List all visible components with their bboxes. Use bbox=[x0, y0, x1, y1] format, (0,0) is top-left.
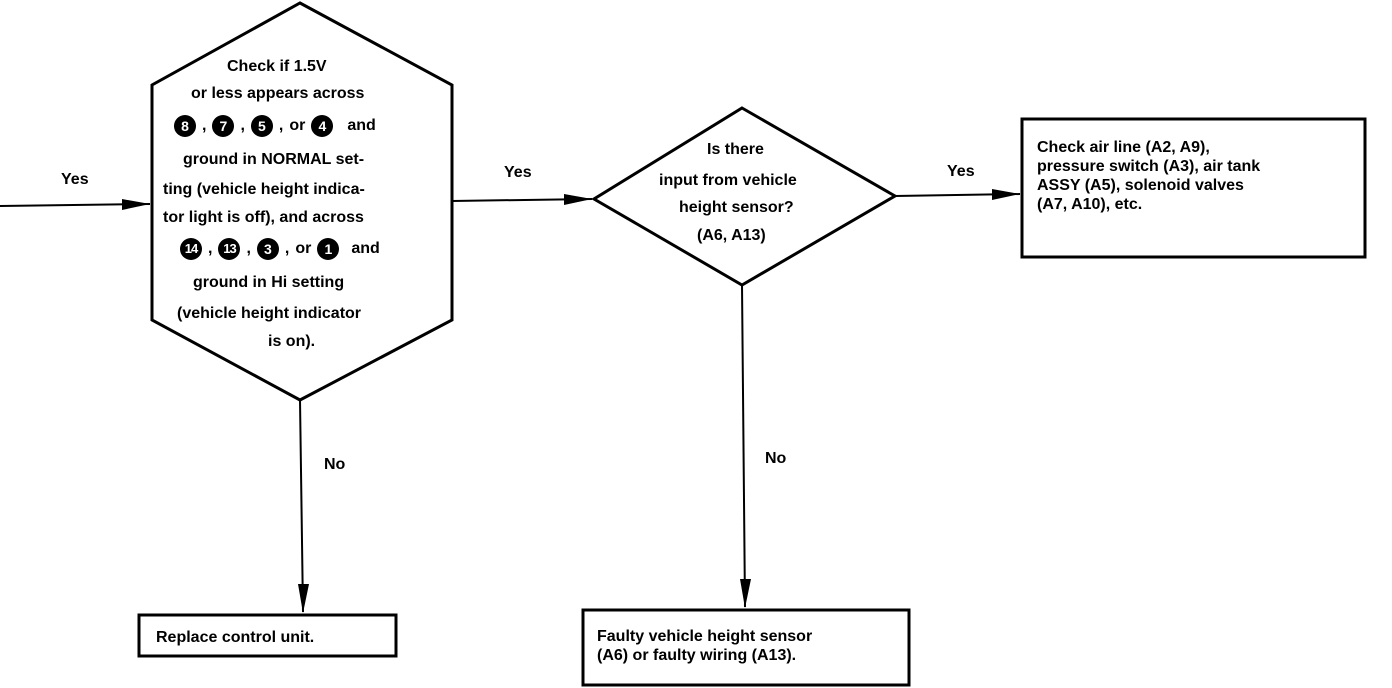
and-word: and bbox=[347, 117, 376, 134]
hex-badge-row-hi: 14 , 13 , 3 , or 1 and bbox=[180, 238, 386, 260]
hex-line-4: ground in NORMAL set- bbox=[183, 151, 365, 168]
or-word: or bbox=[289, 117, 306, 134]
separator: , bbox=[278, 117, 284, 134]
hex-line-5: ting (vehicle height indica- bbox=[163, 181, 365, 198]
box-faulty-text: Faulty vehicle height sensor (A6) or fau… bbox=[597, 627, 812, 665]
separator: , bbox=[284, 240, 290, 257]
label-yes-mid: Yes bbox=[504, 164, 532, 181]
arrow-no-left-head bbox=[298, 584, 309, 613]
box-right-line-1: Check air line (A2, A9), bbox=[1037, 139, 1210, 156]
arrow-yes-right-head bbox=[992, 189, 1020, 200]
box-replace-shape bbox=[137, 613, 398, 658]
box-check-air-line-shape bbox=[1020, 117, 1367, 259]
arrow-no-mid-line bbox=[741, 284, 746, 608]
box-check-air-line-text: Check air line (A2, A9), pressure switch… bbox=[1037, 138, 1260, 214]
box-right-line-3: ASSY (A5), solenoid valves bbox=[1037, 177, 1244, 194]
hex-badge-row-normal: 8 , 7 , 5 , or 4 and bbox=[174, 115, 382, 137]
diamond-line-2: input from vehicle bbox=[659, 172, 797, 189]
label-no-left: No bbox=[324, 456, 346, 473]
diamond-decision-shape bbox=[591, 106, 898, 287]
arrow-yes-mid-head bbox=[564, 194, 592, 205]
connector-badge: 1 bbox=[317, 238, 340, 260]
label-yes-right: Yes bbox=[947, 163, 975, 180]
hex-line-1: Check if 1.5V bbox=[227, 58, 327, 75]
hex-line-9: (vehicle height indicator bbox=[177, 305, 362, 322]
hex-line-6: tor light is off), and across bbox=[163, 209, 364, 226]
box-replace-line-1: Replace control unit. bbox=[156, 629, 315, 646]
connector-badge: 3 bbox=[256, 238, 279, 260]
connector-badge: 5 bbox=[250, 115, 273, 137]
arrow-no-mid-head bbox=[740, 579, 751, 608]
connector-badge: 14 bbox=[180, 238, 202, 260]
separator: , bbox=[202, 117, 207, 134]
arrow-in-head bbox=[122, 199, 150, 210]
and-word: and bbox=[351, 240, 380, 257]
connector-badge: 4 bbox=[311, 115, 334, 137]
label-yes-in: Yes bbox=[61, 171, 89, 188]
connector-badge: 13 bbox=[218, 238, 241, 260]
connector-badge: 8 bbox=[174, 115, 196, 137]
box-faulty-shape bbox=[581, 608, 911, 687]
box-faulty-line-1: Faulty vehicle height sensor bbox=[597, 628, 813, 645]
separator: , bbox=[208, 240, 213, 257]
box-faulty-line-2: (A6) or faulty wiring (A13). bbox=[597, 647, 797, 664]
box-replace-text: Replace control unit. bbox=[156, 628, 314, 647]
diamond-line-3: height sensor? bbox=[679, 199, 794, 216]
hex-line-2: or less appears across bbox=[191, 85, 365, 102]
connector-badge: 7 bbox=[212, 115, 235, 137]
diamond-line-4: (A6, A13) bbox=[697, 227, 766, 244]
arrow-no-left-line bbox=[299, 399, 304, 613]
diamond-line-1: Is there bbox=[707, 141, 764, 158]
label-no-mid: No bbox=[765, 450, 787, 467]
separator: , bbox=[246, 240, 251, 257]
or-word: or bbox=[295, 240, 312, 257]
hex-line-8: ground in Hi setting bbox=[193, 274, 345, 291]
box-right-line-2: pressure switch (A3), air tank bbox=[1037, 158, 1261, 175]
separator: , bbox=[240, 117, 245, 134]
hex-line-10: is on). bbox=[268, 333, 316, 350]
box-right-line-4: (A7, A10), etc. bbox=[1037, 196, 1143, 213]
